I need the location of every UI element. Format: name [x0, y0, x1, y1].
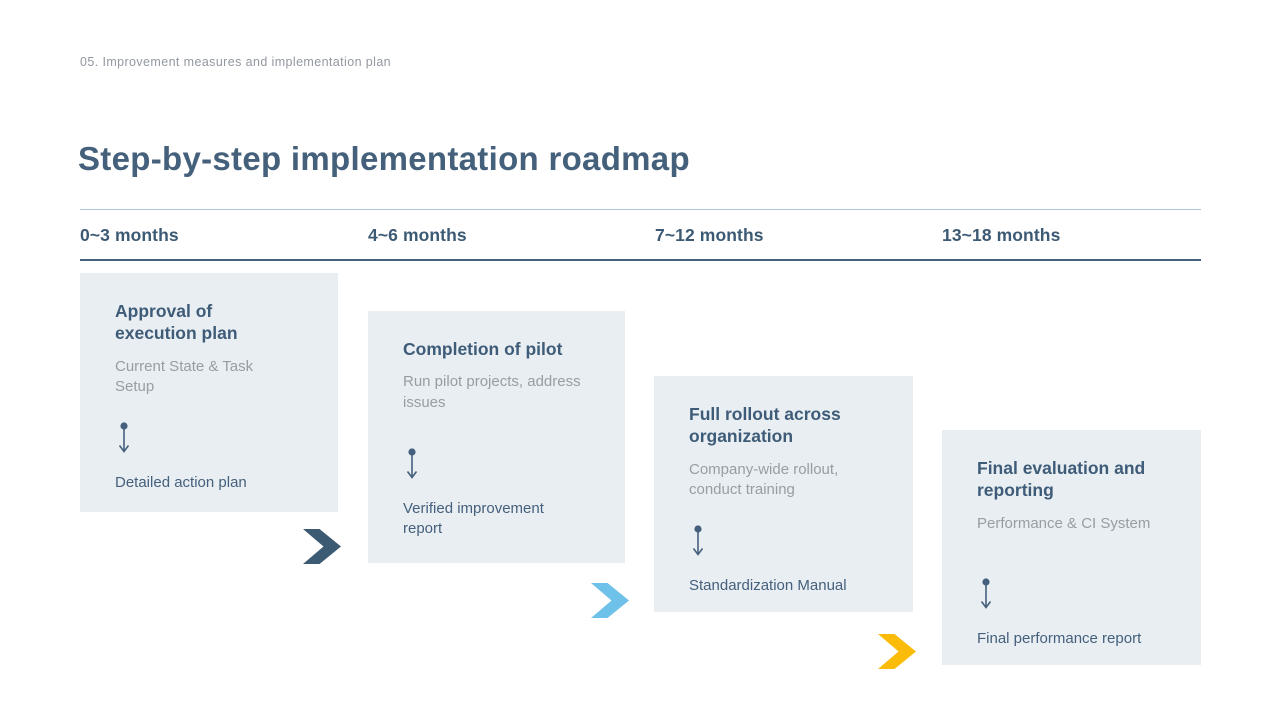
timeline-period-label: 4~6 months [368, 225, 467, 245]
phase-description: Run pilot projects, address issues [403, 373, 581, 412]
timeline-top-rule [80, 209, 1201, 210]
arrow-down-icon [118, 422, 130, 453]
timeline-period-label: 0~3 months [80, 225, 179, 245]
timeline-period-label: 7~12 months [655, 225, 764, 245]
arrow-down-icon [980, 578, 992, 610]
phase-deliverable: Standardization Manual [689, 577, 847, 595]
phase-deliverable: Final performance report [977, 630, 1142, 648]
chevron-right-icon [591, 583, 629, 618]
phase-description: Company-wide rollout, conduct training [689, 460, 839, 499]
timeline-bottom-rule [80, 259, 1201, 261]
arrow-down-icon [406, 448, 418, 479]
chevron-right-icon [878, 634, 916, 669]
section-eyebrow: 05. Improvement measures and implementat… [80, 55, 392, 69]
timeline-period-label: 13~18 months [942, 225, 1061, 245]
phase-card: Completion of pilot Run pilot projects, … [368, 311, 625, 563]
arrow-down-icon [692, 525, 704, 556]
page-title: Step-by-step implementation roadmap [78, 140, 690, 178]
phase-title: Full rollout across organization [689, 404, 841, 447]
phase-card: Full rollout across organization Company… [654, 376, 913, 612]
phase-card: Approval of execution plan Current State… [80, 273, 338, 512]
phase-description: Current State & Task Setup [115, 357, 254, 396]
phase-title: Approval of execution plan [115, 301, 238, 344]
phase-description: Performance & CI System [977, 514, 1151, 532]
phase-deliverable: Verified improvement report [403, 499, 544, 538]
phase-title: Completion of pilot [403, 339, 563, 359]
phase-deliverable: Detailed action plan [115, 474, 247, 492]
phase-card: Final evaluation and reporting Performan… [942, 430, 1201, 665]
chevron-right-icon [303, 529, 341, 564]
phase-title: Final evaluation and reporting [977, 458, 1146, 501]
